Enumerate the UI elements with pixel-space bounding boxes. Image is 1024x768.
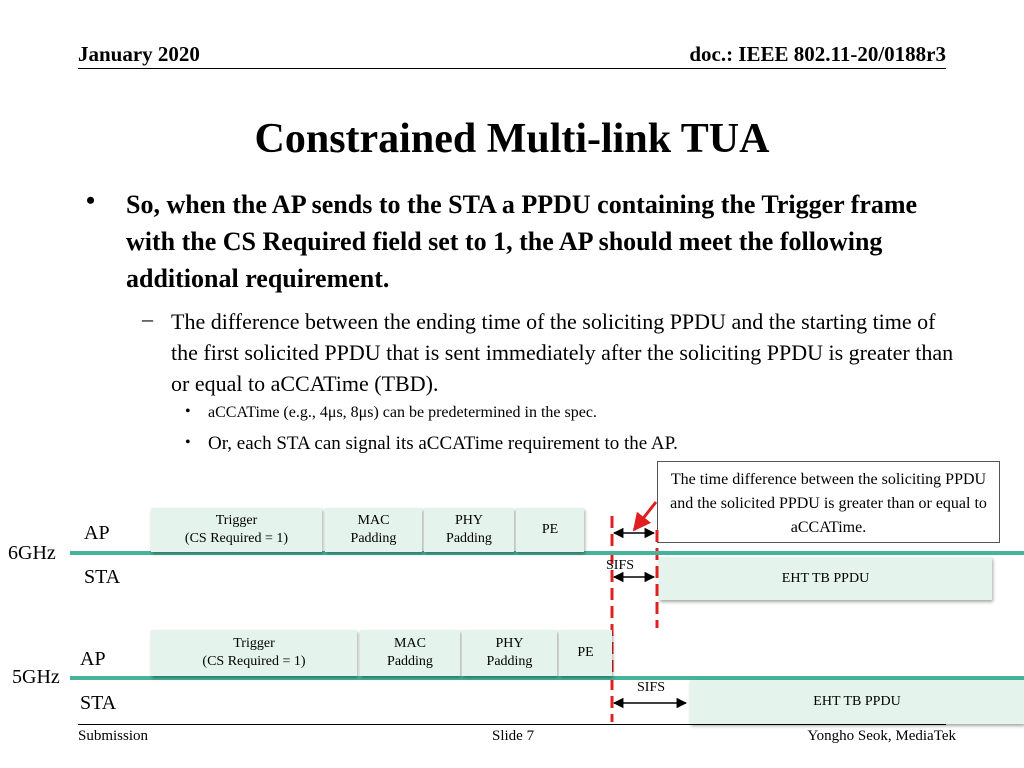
- mac-padding-5ghz: MAC Padding: [360, 630, 460, 676]
- sifs-label-5ghz: SIFS: [637, 680, 666, 695]
- mac-padding-6ghz: MAC Padding: [325, 508, 422, 552]
- footer-rule: [78, 724, 946, 725]
- callout-pointer-arrow: [632, 501, 658, 532]
- header-rule: [78, 68, 946, 69]
- footer-author: Yongho Seok, MediaTek: [807, 728, 956, 744]
- trigger-frame-5ghz: Trigger (CS Required = 1): [151, 630, 357, 676]
- sub-bullet-marker: –: [142, 306, 153, 331]
- sub-sub-bullet-marker-2: •: [185, 434, 191, 451]
- band-line-6ghz: [70, 551, 1024, 555]
- band-label-5ghz: 5GHz: [12, 666, 60, 688]
- mac-line2: Padding: [350, 531, 397, 546]
- footer-submission: Submission: [78, 728, 149, 744]
- sta-label-5ghz: STA: [80, 692, 117, 714]
- sub-sub-bullet-marker-1: •: [185, 403, 191, 420]
- band-line-5ghz: [70, 676, 1024, 680]
- trigger-title: Trigger: [233, 636, 275, 651]
- phy-padding-5ghz: PHY Padding: [462, 630, 557, 676]
- mac-line1: MAC: [394, 636, 426, 651]
- sub-sub-bullet-text-2: Or, each STA can signal its aCCATime req…: [208, 433, 678, 454]
- callout-box: The time difference between the soliciti…: [657, 461, 1000, 543]
- footer-slide-number: Slide 7: [492, 728, 535, 744]
- trigger-title: Trigger: [215, 513, 258, 528]
- sub-sub-bullet-text-1: aCCATime (e.g., 4μs, 8μs) can be predete…: [208, 404, 597, 421]
- sta-label-6ghz: STA: [84, 566, 121, 588]
- phy-line1: PHY: [495, 636, 524, 651]
- band-label-6ghz: 6GHz: [8, 542, 56, 564]
- pe-field-5ghz: PE: [559, 630, 612, 676]
- sifs-label-6ghz: SIFS: [606, 558, 635, 573]
- trigger-subtitle: (CS Required = 1): [184, 531, 289, 546]
- phy-line1: PHY: [454, 513, 483, 528]
- eht-tb-ppdu-6ghz: EHT TB PPDU: [659, 557, 992, 600]
- eht-tb-ppdu-5ghz: EHT TB PPDU: [690, 680, 1024, 724]
- mac-line1: MAC: [357, 513, 390, 528]
- header-date: January 2020: [78, 42, 200, 66]
- trigger-subtitle: (CS Required = 1): [202, 654, 306, 669]
- ap-label-6ghz: AP: [84, 522, 110, 544]
- ap-label-5ghz: AP: [80, 648, 106, 670]
- bullet-main-text: So, when the AP sends to the STA a PPDU …: [126, 190, 918, 293]
- bullet-marker: •: [86, 186, 96, 215]
- phy-padding-6ghz: PHY Padding: [424, 508, 514, 552]
- trigger-frame-6ghz: Trigger (CS Required = 1): [151, 508, 322, 552]
- phy-line2: Padding: [446, 531, 492, 546]
- sub-bullet-text: The difference between the ending time o…: [171, 309, 954, 396]
- header-doc-id: doc.: IEEE 802.11-20/0188r3: [689, 42, 946, 66]
- slide-title: Constrained Multi-link TUA: [254, 116, 770, 162]
- mac-line2: Padding: [387, 654, 433, 669]
- phy-line2: Padding: [486, 654, 533, 669]
- pe-field-6ghz: PE: [516, 508, 584, 552]
